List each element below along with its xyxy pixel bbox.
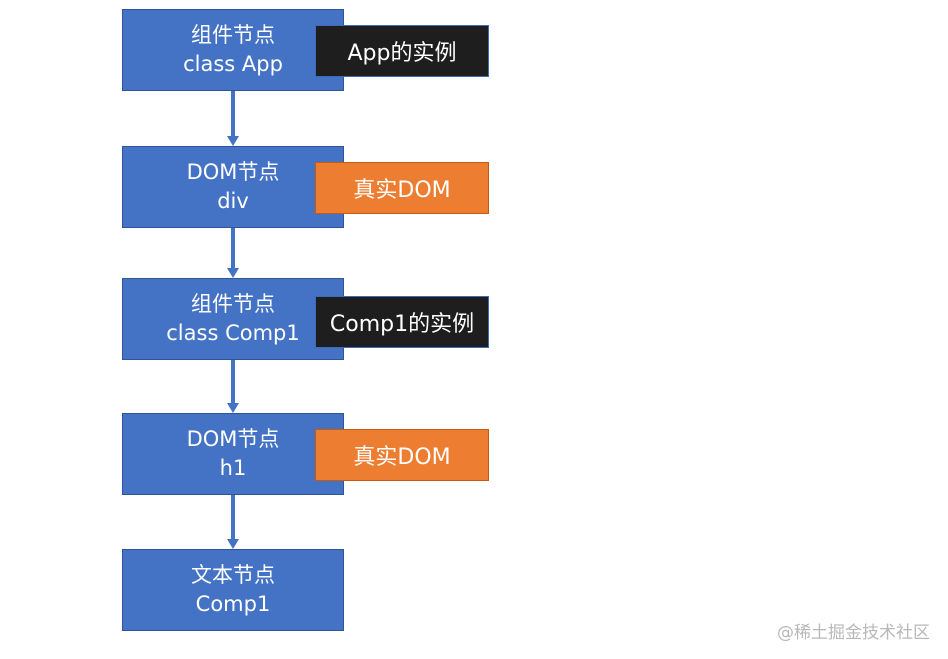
watermark: @稀土掘金技术社区	[777, 623, 930, 643]
text-node-comp1: 文本节点 Comp1	[122, 549, 344, 631]
component-node-app: 组件节点 class App	[122, 9, 344, 91]
dom-node-div: DOM节点 div	[122, 146, 344, 228]
node-name-label: Comp1	[195, 592, 271, 616]
instance-tag-app: App的实例	[315, 25, 489, 77]
arrow-connector	[227, 228, 239, 278]
node-type-label: DOM节点	[186, 427, 280, 451]
dom-node-h1: DOM节点 h1	[122, 413, 344, 495]
node-type-label: DOM节点	[186, 160, 280, 184]
real-dom-tag-h1: 真实DOM	[315, 429, 489, 481]
arrow-connector	[227, 495, 239, 549]
arrow-connector	[227, 91, 239, 146]
node-type-label: 组件节点	[191, 292, 275, 316]
node-name-label: div	[217, 189, 249, 213]
component-node-comp1: 组件节点 class Comp1	[122, 278, 344, 360]
node-type-label: 文本节点	[191, 563, 275, 587]
node-type-label: 组件节点	[191, 23, 275, 47]
arrow-connector	[227, 360, 239, 413]
node-name-label: h1	[219, 456, 247, 480]
real-dom-tag-div: 真实DOM	[315, 162, 489, 214]
instance-tag-comp1: Comp1的实例	[315, 296, 489, 348]
node-name-label: class Comp1	[166, 321, 300, 345]
node-name-label: class App	[183, 52, 283, 76]
